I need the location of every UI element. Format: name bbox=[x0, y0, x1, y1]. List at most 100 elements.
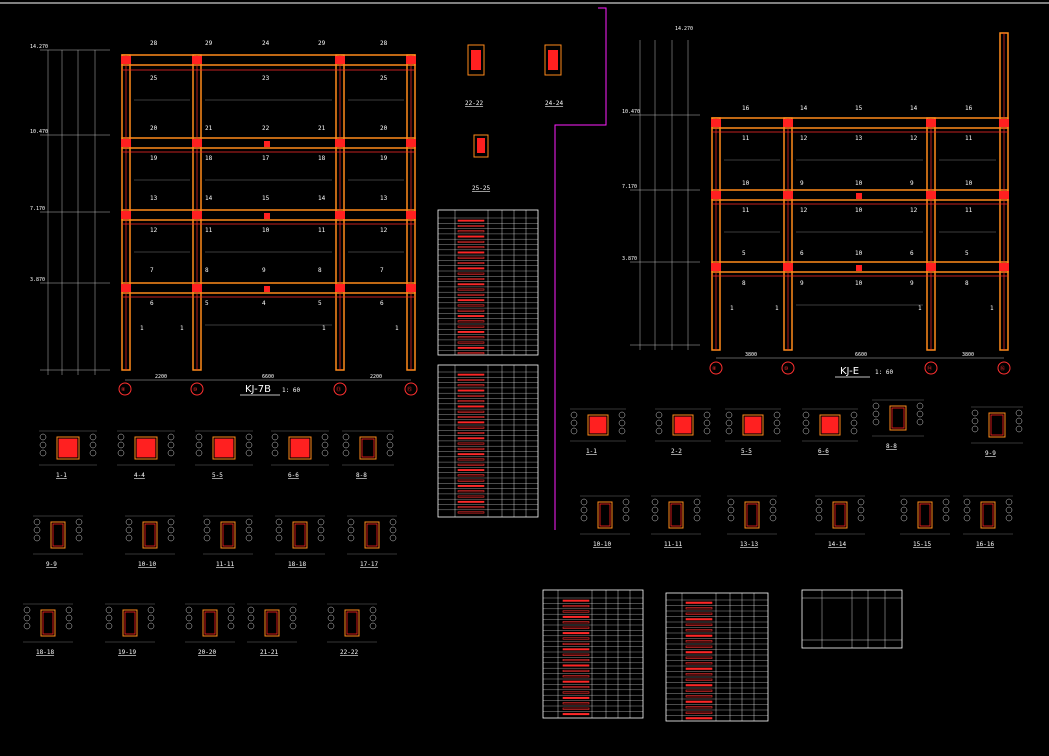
axis-right-4: ⑯ bbox=[1000, 365, 1005, 372]
left-section-0: 1-1 bbox=[39, 430, 97, 479]
svg-text:14: 14 bbox=[205, 195, 213, 202]
axis-right-1: ⑧ bbox=[712, 366, 717, 372]
left-section-8: 18-18 bbox=[275, 515, 325, 568]
left-section-3: 6-6 bbox=[271, 430, 329, 479]
elev-right-1: 14.270 bbox=[675, 26, 693, 32]
left-section-label-8: 18-18 bbox=[288, 561, 306, 568]
right-section-label-0: 1-1 bbox=[586, 448, 597, 455]
svg-text:1: 1 bbox=[730, 305, 734, 312]
svg-text:18: 18 bbox=[318, 155, 326, 162]
left-section-10: 18-18 bbox=[23, 603, 73, 656]
right-section-label-8: 13-13 bbox=[740, 541, 758, 548]
svg-text:11: 11 bbox=[742, 135, 750, 142]
dim-right-1: 3800 bbox=[745, 352, 757, 358]
svg-text:6: 6 bbox=[910, 250, 914, 257]
top-sections: 22-22 24-24 25-25 bbox=[465, 44, 563, 192]
right-section-8: 13-13 bbox=[727, 495, 777, 548]
svg-text:11: 11 bbox=[318, 227, 326, 234]
svg-text:4: 4 bbox=[262, 300, 266, 307]
svg-text:16: 16 bbox=[965, 105, 973, 112]
left-section-1: 4-4 bbox=[117, 430, 175, 479]
svg-text:12: 12 bbox=[800, 207, 808, 214]
svg-text:8: 8 bbox=[965, 280, 969, 287]
table-center-2 bbox=[437, 364, 539, 518]
left-section-2: 5-5 bbox=[195, 430, 253, 479]
left-section-label-2: 5-5 bbox=[212, 472, 223, 479]
svg-text:1: 1 bbox=[322, 325, 326, 332]
svg-text:9: 9 bbox=[910, 180, 914, 187]
svg-text:29: 29 bbox=[205, 40, 213, 47]
svg-text:9: 9 bbox=[800, 180, 804, 187]
svg-text:5: 5 bbox=[318, 300, 322, 307]
svg-text:1: 1 bbox=[990, 305, 994, 312]
left-section-label-4: 8-8 bbox=[356, 472, 367, 479]
left-section-12: 20-20 bbox=[185, 603, 235, 656]
dim-left-3: 2200 bbox=[370, 374, 382, 380]
svg-text:9: 9 bbox=[910, 280, 914, 287]
right-section-3: 6-6 bbox=[802, 408, 858, 455]
dim-left-1: 2200 bbox=[155, 374, 167, 380]
svg-text:13: 13 bbox=[380, 195, 388, 202]
svg-text:21: 21 bbox=[205, 125, 213, 132]
svg-text:9: 9 bbox=[800, 280, 804, 287]
svg-text:17: 17 bbox=[262, 155, 270, 162]
svg-text:12: 12 bbox=[910, 135, 918, 142]
svg-text:7: 7 bbox=[150, 267, 154, 274]
svg-text:5: 5 bbox=[205, 300, 209, 307]
frame-left: 14.270 10.470 7.170 3.870 bbox=[30, 40, 418, 396]
svg-text:11: 11 bbox=[965, 207, 973, 214]
left-section-label-6: 10-10 bbox=[138, 561, 156, 568]
svg-text:6: 6 bbox=[800, 250, 804, 257]
left-section-label-3: 6-6 bbox=[288, 472, 299, 479]
svg-text:10: 10 bbox=[262, 227, 270, 234]
dim-right-2: 6600 bbox=[855, 352, 867, 358]
axis-left-3: ⑬ bbox=[336, 386, 341, 393]
svg-text:13: 13 bbox=[855, 135, 863, 142]
left-section-14: 22-22 bbox=[327, 603, 377, 656]
right-section-label-5: 9-9 bbox=[985, 450, 996, 457]
axis-left-1: ⑧ bbox=[121, 387, 126, 393]
axis-left-4: ⑮ bbox=[407, 386, 412, 393]
svg-text:1: 1 bbox=[140, 325, 144, 332]
frame-left-scale: 1: 60 bbox=[282, 387, 300, 394]
left-section-label-11: 19-19 bbox=[118, 649, 136, 656]
svg-text:25: 25 bbox=[150, 75, 158, 82]
left-section-7: 11-11 bbox=[203, 515, 253, 568]
svg-text:28: 28 bbox=[150, 40, 158, 47]
svg-text:11: 11 bbox=[742, 207, 750, 214]
elev-right-2: 10.470 bbox=[622, 109, 640, 115]
svg-text:10: 10 bbox=[742, 180, 750, 187]
svg-text:12: 12 bbox=[910, 207, 918, 214]
svg-text:20: 20 bbox=[150, 125, 158, 132]
right-section-2: 5-5 bbox=[725, 408, 781, 455]
left-section-5: 9-9 bbox=[33, 515, 83, 568]
svg-text:10: 10 bbox=[855, 250, 863, 257]
left-section-label-12: 20-20 bbox=[198, 649, 216, 656]
right-section-7: 11-11 bbox=[651, 495, 701, 548]
table-center-1 bbox=[437, 209, 539, 356]
right-section-4: 8-8 bbox=[872, 399, 924, 450]
right-section-label-7: 11-11 bbox=[664, 541, 682, 548]
right-section-1: 2-2 bbox=[655, 408, 711, 455]
svg-text:18: 18 bbox=[205, 155, 213, 162]
svg-text:13: 13 bbox=[150, 195, 158, 202]
left-section-label-7: 11-11 bbox=[216, 561, 234, 568]
svg-text:22: 22 bbox=[262, 125, 270, 132]
right-section-6: 10-10 bbox=[580, 495, 630, 548]
left-section-11: 19-19 bbox=[105, 603, 155, 656]
svg-text:1: 1 bbox=[918, 305, 922, 312]
right-section-label-4: 8-8 bbox=[886, 443, 897, 450]
svg-text:7: 7 bbox=[380, 267, 384, 274]
svg-text:21: 21 bbox=[318, 125, 326, 132]
elev-left-3: 7.170 bbox=[30, 206, 45, 212]
right-section-label-6: 10-10 bbox=[593, 541, 611, 548]
svg-text:9: 9 bbox=[262, 267, 266, 274]
left-section-label-10: 18-18 bbox=[36, 649, 54, 656]
elev-right-4: 3.870 bbox=[622, 256, 637, 262]
right-section-11: 16-16 bbox=[963, 495, 1013, 548]
svg-text:19: 19 bbox=[380, 155, 388, 162]
svg-text:16: 16 bbox=[742, 105, 750, 112]
